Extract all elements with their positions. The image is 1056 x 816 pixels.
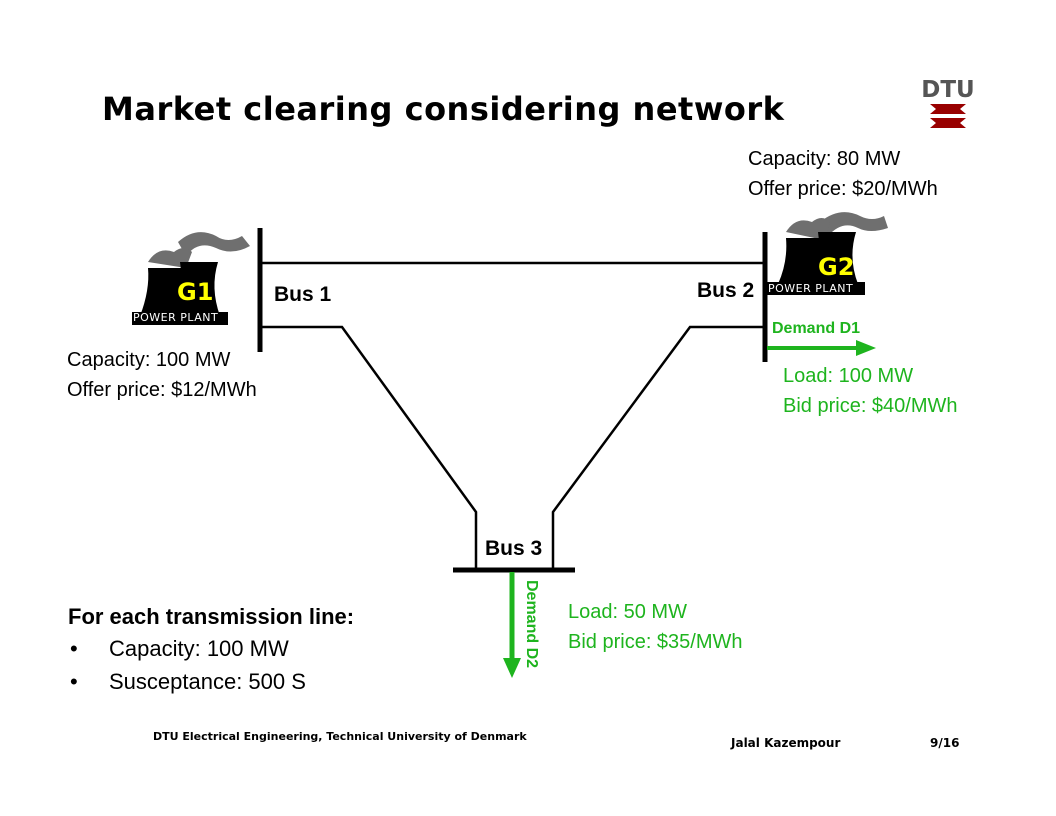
line-info-heading: For each transmission line: bbox=[68, 604, 355, 629]
bus1-label: Bus 1 bbox=[274, 283, 332, 306]
d1-info: Load: 100 MW Bid price: $40/MWh bbox=[783, 361, 958, 421]
line-info: For each transmission line: •Capacity: 1… bbox=[68, 602, 354, 698]
line-2-3 bbox=[551, 325, 765, 570]
d2-load: Load: 50 MW bbox=[568, 601, 687, 623]
bullet-icon: • bbox=[70, 636, 78, 661]
demand-d2-arrow bbox=[503, 572, 521, 678]
bus2-label: Bus 2 bbox=[697, 279, 755, 302]
line-1-3 bbox=[260, 325, 478, 570]
line-info-item: •Capacity: 100 MW bbox=[68, 632, 354, 665]
demand-d1-arrow bbox=[767, 340, 876, 356]
d1-bid: Bid price: $40/MWh bbox=[783, 395, 958, 417]
g1-info: Capacity: 100 MW Offer price: $12/MWh bbox=[67, 345, 257, 405]
g2-info: Capacity: 80 MW Offer price: $20/MWh bbox=[748, 144, 938, 204]
dtu-logo: DTU bbox=[921, 77, 975, 128]
footer-page-number: 9/16 bbox=[930, 736, 960, 750]
footer-author: Jalal Kazempour bbox=[731, 736, 841, 750]
g2-plant-text: POWER PLANT bbox=[768, 282, 854, 295]
g1-plant-text: POWER PLANT bbox=[133, 311, 219, 324]
g1-capacity: Capacity: 100 MW bbox=[67, 349, 231, 371]
page-title: Market clearing considering network bbox=[102, 90, 785, 128]
bullet-icon: • bbox=[70, 669, 78, 694]
g2-capacity: Capacity: 80 MW bbox=[748, 148, 901, 170]
g1-plant-icon bbox=[132, 232, 250, 325]
line-info-item: •Susceptance: 500 S bbox=[68, 665, 354, 698]
g2-plant-icon bbox=[767, 212, 888, 295]
g2-label: G2 bbox=[818, 253, 855, 281]
footer-institution: DTU Electrical Engineering, Technical Un… bbox=[153, 730, 527, 743]
demand-d1-label: Demand D1 bbox=[772, 320, 861, 337]
d1-load: Load: 100 MW bbox=[783, 365, 914, 387]
g1-label: G1 bbox=[177, 278, 214, 306]
demand-d2-label: Demand D2 bbox=[523, 580, 540, 669]
bus3-label: Bus 3 bbox=[485, 537, 543, 560]
d2-info: Load: 50 MW Bid price: $35/MWh bbox=[568, 597, 743, 657]
dtu-logo-text: DTU bbox=[921, 77, 974, 103]
d2-bid: Bid price: $35/MWh bbox=[568, 631, 743, 653]
g1-offer: Offer price: $12/MWh bbox=[67, 379, 257, 401]
dtu-logo-mark bbox=[930, 104, 966, 128]
g2-offer: Offer price: $20/MWh bbox=[748, 178, 938, 200]
